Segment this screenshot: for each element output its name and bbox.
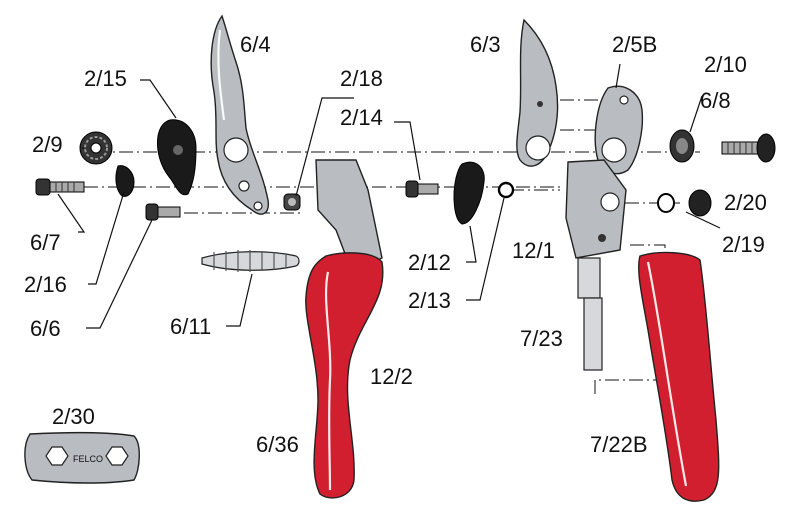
label-6-7: 6/7	[30, 230, 61, 255]
grip-7-22b	[638, 251, 720, 502]
label-6-6: 6/6	[30, 316, 61, 341]
label-6-3: 6/3	[470, 32, 501, 57]
label-6-36: 6/36	[256, 432, 299, 457]
handle-frame-12-1	[565, 159, 627, 371]
label-2-15: 2/15	[84, 66, 127, 91]
anvil-plate-2-5b	[594, 85, 644, 175]
label-2-9: 2/9	[32, 132, 63, 157]
cap-2-20	[688, 189, 712, 217]
bolt-6-7	[35, 178, 85, 196]
label-12-1: 12/1	[512, 238, 555, 263]
label-6-4: 6/4	[240, 32, 271, 57]
washer-2-13	[497, 181, 515, 199]
label-12-2: 12/2	[370, 364, 413, 389]
label-6-11: 6/11	[170, 314, 211, 339]
clip-2-16	[115, 165, 135, 197]
label-2-30: 2/30	[52, 404, 95, 429]
label-2-20: 2/20	[724, 190, 767, 215]
screw-6-6	[145, 203, 181, 221]
label-6-8: 6/8	[700, 88, 731, 113]
label-2-16: 2/16	[24, 272, 67, 297]
ring-2-19	[657, 193, 675, 213]
gear-nut-2-9	[79, 131, 113, 165]
washer-2-10	[669, 129, 695, 163]
nut-2-18	[283, 193, 301, 211]
screw-2-14	[405, 180, 439, 198]
label-2-12: 2/12	[408, 250, 451, 275]
label-2-5b: 2/5B	[612, 32, 657, 57]
upper-blade-left	[210, 14, 269, 215]
lower-blade-right	[516, 18, 559, 167]
leader-lines	[57, 63, 721, 329]
part-labels: 6/4 6/3 2/5B 2/10 6/8 2/15 2/18 2/14 2/9…	[24, 32, 767, 457]
label-7-22b: 7/22B	[590, 432, 648, 457]
label-7-23: 7/23	[520, 326, 563, 351]
handle-12-2	[305, 159, 384, 499]
spring-6-11	[201, 250, 300, 272]
label-2-18: 2/18	[340, 66, 383, 91]
label-2-19: 2/19	[722, 232, 765, 257]
spring-cover-2-15	[157, 119, 197, 196]
label-2-10: 2/10	[704, 52, 747, 77]
catch-2-12	[453, 161, 485, 225]
bolt-6-8	[721, 133, 776, 163]
wrench-brand-text: FELCO	[73, 454, 103, 464]
label-2-14: 2/14	[340, 105, 383, 130]
wrench-2-30: FELCO	[24, 432, 140, 484]
label-2-13: 2/13	[408, 288, 451, 313]
